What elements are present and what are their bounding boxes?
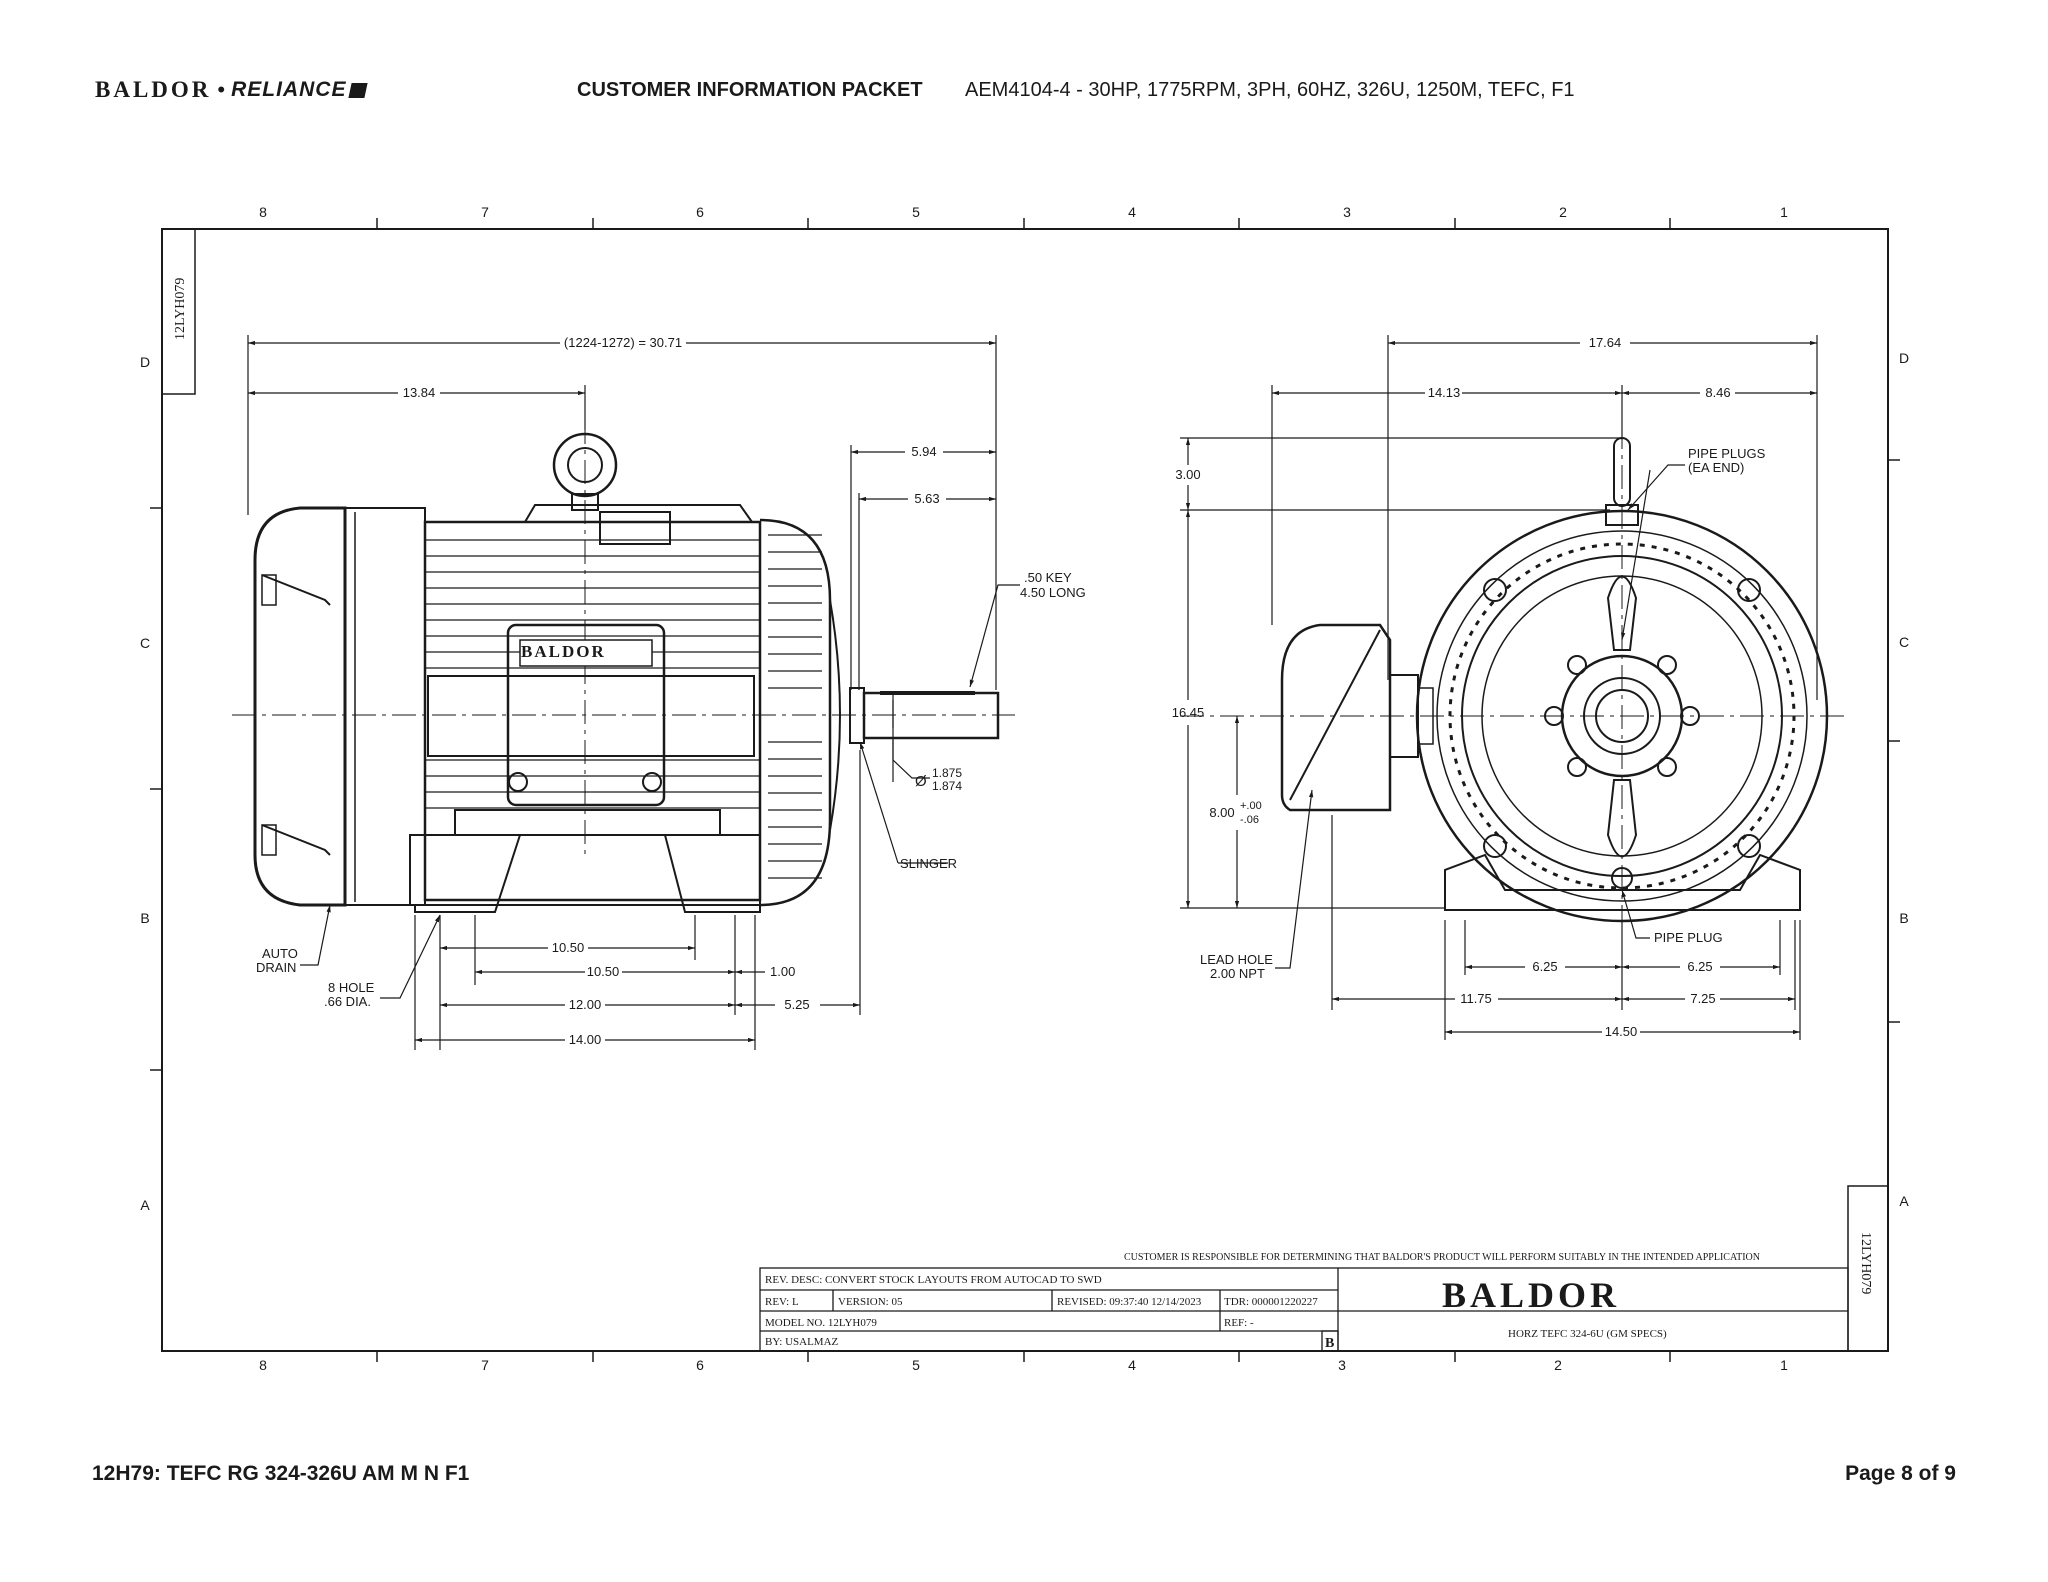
end-view-dimensions <box>1180 335 1818 1040</box>
key-note-2: 4.50 LONG <box>1020 585 1086 600</box>
tolerance-plus: +.00 <box>1240 800 1262 812</box>
dim-12-00: 12.00 <box>569 997 602 1012</box>
dim-3-00: 3.00 <box>1175 467 1200 482</box>
motor-side-view <box>232 420 1015 913</box>
dim-8-00: 8.00 <box>1209 805 1234 820</box>
slinger-label: SLINGER <box>900 856 957 871</box>
dim-6-25-a: 6.25 <box>1532 959 1557 974</box>
reference: REF: - <box>1224 1317 1254 1329</box>
version: VERSION: 05 <box>838 1296 903 1308</box>
brand-separator: • <box>217 77 226 102</box>
model-number: MODEL NO. 12LYH079 <box>765 1317 877 1329</box>
dim-14-00: 14.00 <box>569 1032 602 1047</box>
zone-bottom-1: 1 <box>1780 1357 1788 1373</box>
corner-tag-top: 12LYH079 <box>173 278 188 340</box>
drawn-by: BY: USALMAZ <box>765 1336 839 1348</box>
dim-10-50-b: 10.50 <box>587 964 620 979</box>
hole-note-line2: .66 DIA. <box>324 994 371 1009</box>
disclaimer-text: CUSTOMER IS RESPONSIBLE FOR DETERMINING … <box>1124 1252 1760 1263</box>
zone-top-5: 5 <box>912 204 920 220</box>
zone-bottom-8: 8 <box>259 1357 267 1373</box>
lead-hole-line2: 2.00 NPT <box>1210 966 1265 981</box>
dim-10-50-a: 10.50 <box>552 940 585 955</box>
zone-top-4: 4 <box>1128 204 1136 220</box>
motor-end-view <box>1180 425 1850 923</box>
title-block <box>759 1267 1849 1352</box>
dim-5-25: 5.25 <box>784 997 809 1012</box>
document-header: BALDOR • RELIANCE CUSTOMER INFORMATION P… <box>95 70 1575 110</box>
baldor-logo-text: BALDOR <box>95 77 212 102</box>
zone-top-1: 1 <box>1780 204 1788 220</box>
sheet-size: B <box>1325 1336 1334 1351</box>
dim-16-45: 16.45 <box>1172 705 1205 720</box>
dim-6-25-b: 6.25 <box>1687 959 1712 974</box>
drawing-title: HORZ TEFC 324-6U (GM SPECS) <box>1508 1328 1667 1340</box>
dim-5-63: 5.63 <box>914 491 939 506</box>
rev-letter: REV: L <box>765 1296 799 1308</box>
dim-11-75: 11.75 <box>1460 991 1492 1006</box>
zone-left-D: D <box>140 354 150 370</box>
hole-note-line1: 8 HOLE <box>328 980 375 995</box>
auto-drain-line1: AUTO <box>262 946 298 961</box>
zone-top-3: 3 <box>1343 204 1351 220</box>
lead-hole-line1: LEAD HOLE <box>1200 952 1273 967</box>
zone-left-B: B <box>140 910 149 926</box>
dim-1-00: 1.00 <box>770 964 795 979</box>
footer-drawing-ref: 12H79: TEFC RG 324-326U AM M N F1 <box>92 1462 470 1485</box>
rev-description: REV. DESC: CONVERT STOCK LAYOUTS FROM AU… <box>765 1274 1102 1286</box>
dim-overall-length: (1224-1272) = 30.71 <box>564 335 682 350</box>
revised-date: REVISED: 09:37:40 12/14/2023 <box>1057 1296 1202 1308</box>
packet-title: CUSTOMER INFORMATION PACKET <box>577 79 923 101</box>
page-number: Page 8 of 9 <box>1845 1462 1956 1485</box>
zone-bottom-4: 4 <box>1128 1357 1136 1373</box>
key-note-1: .50 KEY <box>1024 570 1072 585</box>
zone-right-B: B <box>1899 910 1908 926</box>
zone-bottom-6: 6 <box>696 1357 704 1373</box>
zone-top-6: 6 <box>696 204 704 220</box>
zone-bottom-3: 3 <box>1338 1357 1346 1373</box>
zone-right-A: A <box>1899 1193 1909 1209</box>
zone-left-A: A <box>140 1197 150 1213</box>
dim-14-13: 14.13 <box>1428 385 1461 400</box>
zone-top-2: 2 <box>1559 204 1567 220</box>
dim-13-84: 13.84 <box>403 385 436 400</box>
zone-bottom-7: 7 <box>481 1357 489 1373</box>
reliance-logo-text: RELIANCE <box>231 78 347 101</box>
zone-bottom-5: 5 <box>912 1357 920 1373</box>
dim-7-25: 7.25 <box>1690 991 1715 1006</box>
zone-right-C: C <box>1899 634 1909 650</box>
shaft-diameter-min: 1.874 <box>932 779 962 793</box>
zone-bottom-2: 2 <box>1554 1357 1562 1373</box>
pipe-plug-label: PIPE PLUG <box>1654 930 1723 945</box>
zone-top-7: 7 <box>481 204 489 220</box>
side-view-dimensions <box>247 335 1020 1050</box>
frame-nameplate: BALDOR <box>521 642 606 661</box>
dim-5-94: 5.94 <box>911 444 936 459</box>
auto-drain-line2: DRAIN <box>256 960 296 975</box>
dim-17-64: 17.64 <box>1589 335 1622 350</box>
zone-ticks <box>150 218 1900 1362</box>
zone-left-C: C <box>140 635 150 651</box>
shaft-diameter-max: 1.875 <box>932 766 962 780</box>
dim-8-46: 8.46 <box>1705 385 1730 400</box>
zone-top-8: 8 <box>259 204 267 220</box>
zone-right-D: D <box>1899 350 1909 366</box>
tdr-number: TDR: 000001220227 <box>1224 1296 1318 1308</box>
pipe-plugs-line2: (EA END) <box>1688 460 1744 475</box>
tolerance-minus: -.06 <box>1240 814 1259 826</box>
shaft-diameter-symbol: Ø <box>915 773 927 790</box>
title-block-logo: BALDOR <box>1442 1275 1620 1315</box>
corner-tag-bottom: 12LYH079 <box>1858 1232 1873 1294</box>
pipe-plugs-line1: PIPE PLUGS <box>1688 446 1766 461</box>
dim-14-50: 14.50 <box>1605 1024 1638 1039</box>
model-description: AEM4104-4 - 30HP, 1775RPM, 3PH, 60HZ, 32… <box>965 79 1575 101</box>
